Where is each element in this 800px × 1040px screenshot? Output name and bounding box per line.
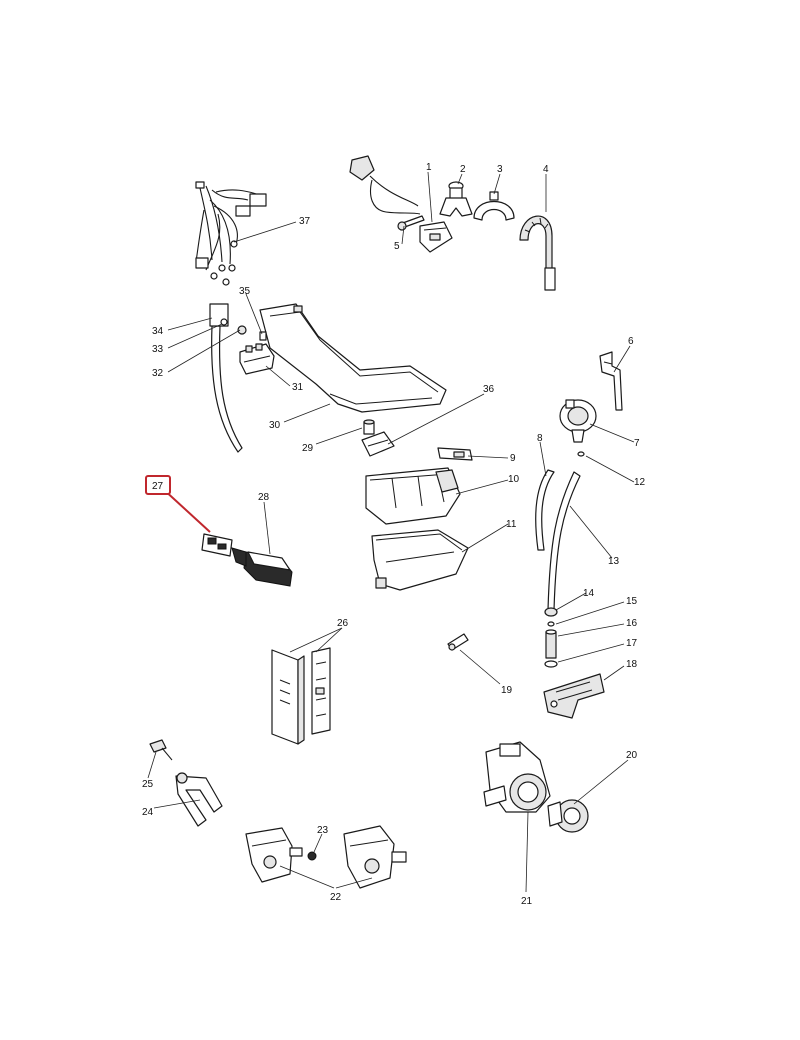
electronic-module[interactable] bbox=[271, 647, 331, 745]
callout-19: 19 bbox=[501, 685, 513, 696]
dispenser-lever[interactable] bbox=[437, 447, 473, 461]
callout-7: 7 bbox=[634, 438, 640, 449]
callout-26: 26 bbox=[337, 618, 349, 629]
callout-23: 23 bbox=[317, 825, 329, 836]
callout-35: 35 bbox=[239, 286, 251, 297]
callout-13: 13 bbox=[608, 556, 620, 567]
gasket-ring[interactable] bbox=[544, 660, 558, 668]
callout-24: 24 bbox=[142, 807, 154, 818]
callout-14: 14 bbox=[583, 588, 595, 599]
callout-1: 1 bbox=[426, 162, 432, 173]
callout-15: 15 bbox=[626, 596, 638, 607]
heating-element[interactable] bbox=[175, 772, 223, 827]
callout-9: 9 bbox=[510, 453, 516, 464]
door-lever[interactable] bbox=[209, 303, 243, 453]
callout-32: 32 bbox=[152, 368, 164, 379]
wiring-harness[interactable] bbox=[195, 181, 267, 286]
filter-sleeve[interactable] bbox=[545, 629, 557, 659]
callout-22: 22 bbox=[330, 892, 342, 903]
spring-washer[interactable] bbox=[237, 325, 247, 335]
drain-pump[interactable] bbox=[483, 741, 551, 813]
o-ring-small[interactable] bbox=[577, 451, 585, 457]
lever-pin[interactable] bbox=[259, 331, 267, 341]
dispenser-drawer[interactable] bbox=[365, 467, 461, 525]
callout-17: 17 bbox=[626, 638, 638, 649]
callout-27: 27 bbox=[152, 481, 164, 492]
leader-lines bbox=[147, 171, 635, 893]
callout-10: 10 bbox=[508, 474, 520, 485]
temperature-sensor[interactable] bbox=[447, 633, 469, 651]
washer-ring[interactable] bbox=[547, 621, 555, 627]
callout-8: 8 bbox=[537, 433, 543, 444]
suppression-filter[interactable] bbox=[231, 547, 293, 587]
callout-5: 5 bbox=[394, 241, 400, 252]
pump-filter[interactable] bbox=[547, 799, 589, 833]
small-cap[interactable] bbox=[363, 419, 375, 435]
pressure-switch[interactable] bbox=[559, 399, 597, 443]
drain-pipe[interactable] bbox=[547, 471, 581, 611]
mains-cable[interactable] bbox=[349, 155, 453, 253]
callout-21: 21 bbox=[521, 896, 533, 907]
callout-3: 3 bbox=[497, 164, 503, 175]
lever-spring[interactable] bbox=[220, 318, 228, 326]
callout-20: 20 bbox=[626, 750, 638, 761]
rating-label[interactable] bbox=[201, 533, 233, 557]
drain-hose[interactable] bbox=[519, 215, 556, 291]
callout-37: 37 bbox=[299, 216, 311, 227]
callout-28: 28 bbox=[258, 492, 270, 503]
callout-36: 36 bbox=[483, 384, 495, 395]
pressure-hose[interactable] bbox=[535, 469, 555, 551]
highlight-box bbox=[145, 475, 171, 495]
control-frame[interactable] bbox=[259, 303, 447, 413]
callout-2: 2 bbox=[460, 164, 466, 175]
y-connector[interactable] bbox=[439, 181, 473, 217]
callout-4: 4 bbox=[543, 164, 549, 175]
callout-33: 33 bbox=[152, 344, 164, 355]
callout-labels: 1 2 3 4 5 6 7 8 9 10 11 12 13 14 15 16 1… bbox=[142, 162, 646, 907]
siphon-cap[interactable] bbox=[361, 431, 395, 457]
connector-block[interactable] bbox=[543, 673, 605, 719]
callout-25: 25 bbox=[142, 779, 154, 790]
callout-31: 31 bbox=[292, 382, 304, 393]
callout-16: 16 bbox=[626, 618, 638, 629]
callout-29: 29 bbox=[302, 443, 314, 454]
callout-12: 12 bbox=[634, 477, 646, 488]
ntc-sensor[interactable] bbox=[149, 739, 173, 761]
callout-18: 18 bbox=[626, 659, 638, 670]
callout-34: 34 bbox=[152, 326, 164, 337]
valve-screw[interactable] bbox=[307, 851, 317, 861]
dispenser-housing[interactable] bbox=[371, 529, 469, 591]
callout-11: 11 bbox=[506, 519, 517, 530]
hose-support[interactable] bbox=[473, 191, 515, 221]
callout-6: 6 bbox=[628, 336, 634, 347]
hose-clamp[interactable] bbox=[544, 607, 558, 617]
door-interlock[interactable] bbox=[239, 343, 275, 375]
level-bracket[interactable] bbox=[599, 351, 623, 411]
inlet-valve[interactable] bbox=[245, 825, 407, 889]
callout-30: 30 bbox=[269, 420, 281, 431]
